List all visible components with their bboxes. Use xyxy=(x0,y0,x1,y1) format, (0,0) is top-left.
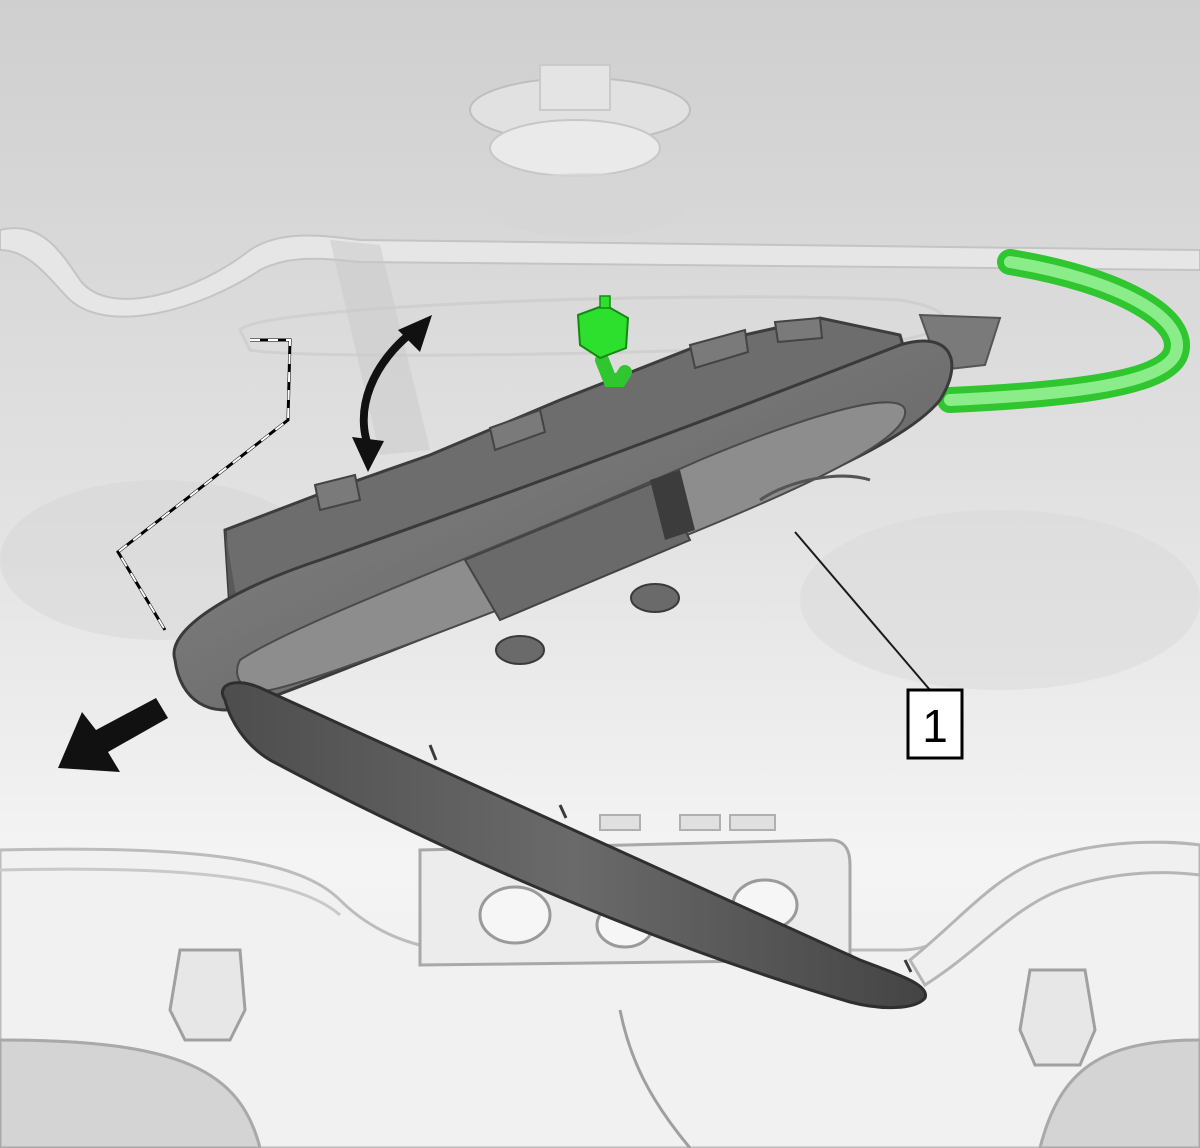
overhead-console-trim xyxy=(172,339,954,712)
electrical-connector xyxy=(576,295,632,387)
callout-leader-line xyxy=(794,531,931,691)
callout-number: 1 xyxy=(922,700,948,752)
wiring-harness xyxy=(937,249,1190,413)
release-clip-indicator xyxy=(116,338,292,631)
headliner-ghost xyxy=(0,64,1200,690)
callout-1: 1 xyxy=(794,531,964,760)
double-headed-curved-arrow-icon xyxy=(352,315,432,472)
callout-box xyxy=(906,688,964,760)
arrow-left-down-icon xyxy=(58,698,168,772)
lens-cover xyxy=(221,681,927,1010)
